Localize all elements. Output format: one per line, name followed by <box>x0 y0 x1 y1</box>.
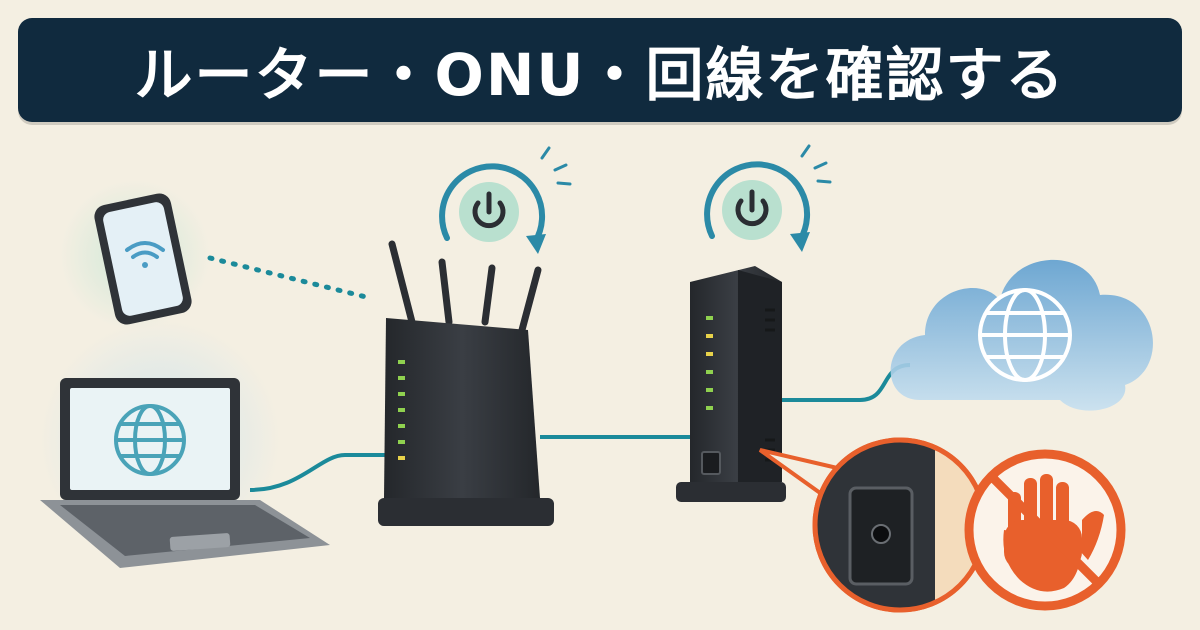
router <box>378 240 554 526</box>
reset-button-callout <box>758 437 988 613</box>
laptop-router-cable <box>249 453 385 492</box>
internet-cloud <box>890 259 1153 411</box>
wifi-signal-dots <box>207 255 373 301</box>
restart-arrow-icon <box>439 163 546 245</box>
laptop <box>40 378 330 568</box>
globe-icon <box>978 288 1072 382</box>
router-restart <box>439 146 572 254</box>
reset-pinhole <box>871 524 891 544</box>
no-touch-hand-icon <box>964 449 1126 611</box>
title-banner: ルーター・ONU・回線を確認する <box>18 18 1182 122</box>
page-title: ルーター・ONU・回線を確認する <box>134 41 1066 109</box>
onu-port <box>701 451 721 475</box>
onu-leds <box>706 316 713 410</box>
onu <box>676 266 786 502</box>
restart-arrow-icon <box>704 161 811 243</box>
onu-restart <box>704 144 832 252</box>
smartphone <box>94 193 192 325</box>
wifi-icon <box>125 241 165 268</box>
globe-icon <box>114 404 186 476</box>
router-leds <box>398 360 405 460</box>
